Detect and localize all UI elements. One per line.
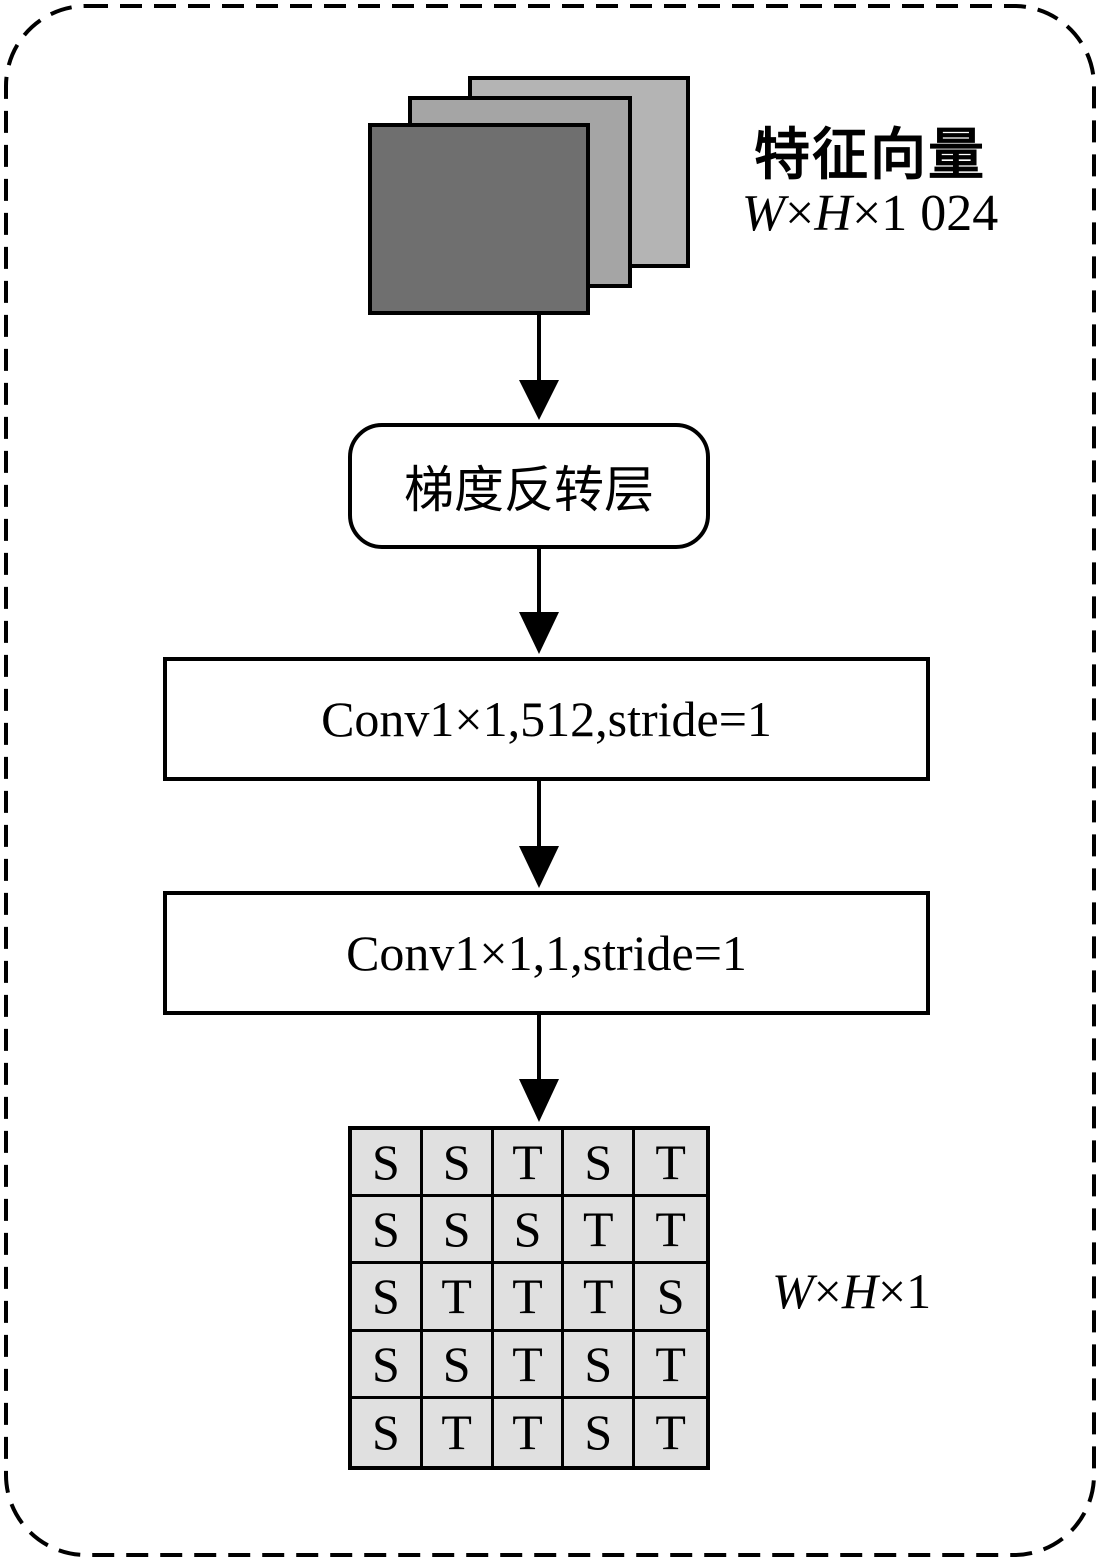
feature-dims-h: H: [814, 185, 852, 242]
grid-cell: S: [422, 1130, 494, 1198]
output-dims-times: ×: [813, 1263, 842, 1319]
grid-cell: S: [564, 1130, 636, 1198]
arrow-grl-to-conv1: [519, 548, 559, 654]
grid-cell: T: [635, 1332, 706, 1399]
feature-dims-rest: ×1 024: [851, 185, 999, 242]
grid-cell: T: [635, 1197, 706, 1265]
grid-cell: T: [635, 1130, 706, 1198]
grid-cell: T: [423, 1398, 494, 1466]
output-dims: W×H×1: [772, 1262, 931, 1320]
grid-cell: T: [564, 1197, 636, 1265]
grid-cell: S: [352, 1197, 423, 1265]
output-dims-w: W: [772, 1263, 814, 1319]
grid-cell: S: [422, 1197, 494, 1265]
grid-cell: T: [493, 1331, 565, 1399]
arrow-conv2-to-output: [519, 1013, 559, 1122]
feature-dims: W×H×1 024: [700, 188, 1040, 240]
feature-dims-w: W: [741, 185, 786, 242]
grid-cell: S: [352, 1264, 423, 1332]
grid-cell: S: [352, 1398, 423, 1466]
grid-cell: S: [352, 1331, 423, 1399]
feature-label: 特征向量 W×H×1 024: [700, 128, 1040, 240]
grid-cell: T: [655, 1404, 686, 1461]
output-dims-h: H: [841, 1263, 878, 1319]
output-dims-rest: ×1: [877, 1263, 932, 1319]
grid-cell: S: [564, 1398, 636, 1466]
grid-cell: S: [564, 1331, 636, 1399]
feature-dims-times: ×: [785, 185, 815, 242]
grid-cell: T: [564, 1264, 636, 1332]
gradient-reversal-layer-box: 梯度反转层: [348, 423, 710, 549]
grl-label: 梯度反转层: [404, 461, 654, 519]
conv1-box: Conv1×1,512,stride=1: [163, 657, 930, 781]
conv2-box: Conv1×1,1,stride=1: [163, 891, 930, 1015]
grid-cell: S: [352, 1130, 423, 1198]
conv2-label: Conv1×1,1,stride=1: [346, 925, 747, 981]
grid-cell: T: [493, 1264, 565, 1332]
grid-cell: S: [422, 1331, 494, 1399]
conv1-label: Conv1×1,512,stride=1: [321, 691, 772, 747]
grid-cell: T: [494, 1398, 565, 1466]
outer-dashed-frame: [4, 4, 1096, 1557]
grid-cell: T: [493, 1130, 565, 1198]
arrow-feature-to-grl: [519, 314, 559, 420]
feature-title: 特征向量: [754, 123, 986, 188]
grid-cell: S: [493, 1197, 565, 1265]
arrow-conv1-to-conv2: [519, 779, 559, 888]
grid-cell: T: [422, 1264, 494, 1332]
grid-cell: S: [635, 1264, 706, 1332]
feature-map-front: [368, 123, 590, 315]
